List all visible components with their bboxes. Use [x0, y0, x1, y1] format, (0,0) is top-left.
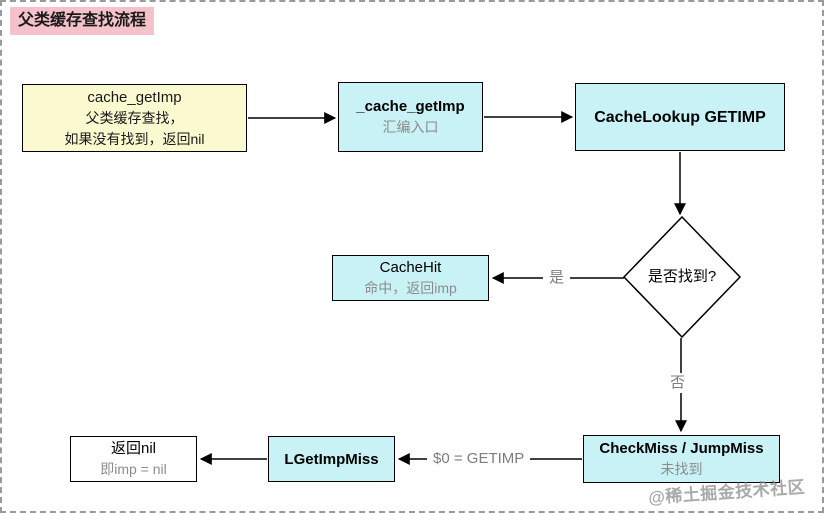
- node-cache-getimp-desc1: 父类缓存查找，: [85, 109, 184, 126]
- node-asm-entry: _cache_getImp 汇编入口: [338, 82, 483, 152]
- edge-label-yes: 是: [543, 268, 571, 288]
- node-lgetimpmiss: LGetImpMiss: [268, 436, 395, 482]
- node-cache-hit: CacheHit 命中，返回imp: [332, 255, 489, 301]
- decision-label: 是否找到?: [647, 268, 717, 285]
- node-asm-entry-desc: 汇编入口: [382, 119, 439, 135]
- node-asm-entry-title: _cache_getImp: [356, 98, 465, 115]
- node-return-nil: 返回nil 即imp = nil: [70, 436, 197, 482]
- node-cache-lookup-title: CacheLookup GETIMP: [594, 108, 766, 126]
- decision-diamond: [622, 215, 742, 339]
- node-return-nil-desc: 即imp = nil: [100, 461, 167, 477]
- node-check-miss-desc: 未找到: [660, 461, 703, 477]
- page-title: 父类缓存查找流程: [10, 7, 155, 35]
- edge-label-miss: $0 = GETIMP: [427, 449, 531, 469]
- node-cache-getimp: cache_getImp 父类缓存查找， 如果没有找到，返回nil: [22, 84, 247, 152]
- node-cache-getimp-title: cache_getImp: [87, 88, 182, 106]
- edge-label-no: 否: [664, 373, 692, 393]
- node-cache-hit-desc: 命中，返回imp: [364, 280, 457, 296]
- node-lgetimpmiss-title: LGetImpMiss: [284, 450, 379, 468]
- node-check-miss-title: CheckMiss / JumpMiss: [599, 440, 764, 457]
- node-cache-hit-title: CacheHit: [379, 259, 442, 276]
- node-check-miss: CheckMiss / JumpMiss 未找到: [583, 435, 780, 483]
- node-return-nil-title: 返回nil: [110, 440, 156, 457]
- node-cache-getimp-desc2: 如果没有找到，返回nil: [64, 130, 205, 147]
- node-cache-lookup: CacheLookup GETIMP: [575, 83, 785, 151]
